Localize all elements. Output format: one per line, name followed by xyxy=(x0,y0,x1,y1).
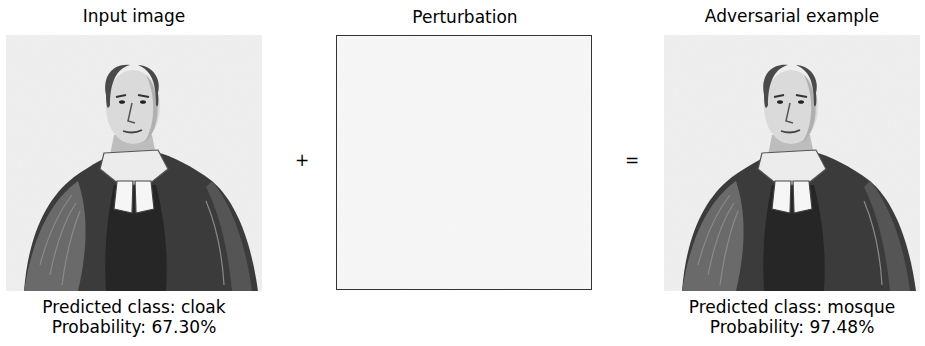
panel-caption: Predicted class: cloak xyxy=(42,297,225,317)
panel-title: Adversarial example xyxy=(705,6,879,26)
panel-title: Input image xyxy=(83,6,185,26)
operator-symbol: = xyxy=(625,150,639,170)
image-panel: Adversarial examplePredicted class: mosq… xyxy=(664,35,920,291)
perturbation-noise xyxy=(337,36,591,289)
panel-caption: Probability: 97.48% xyxy=(710,317,875,337)
perturbation-grain xyxy=(337,36,591,289)
operator-symbol: + xyxy=(295,150,309,170)
image-panel: Input imagePredicted class: cloakProbabi… xyxy=(6,35,262,291)
panel-title: Perturbation xyxy=(412,7,517,27)
panel-caption: Predicted class: mosque xyxy=(689,297,895,317)
panel-caption: Probability: 67.30% xyxy=(52,317,217,337)
perturbation-panel: Perturbation xyxy=(336,35,592,290)
portrait-image xyxy=(6,35,262,291)
portrait-image xyxy=(664,35,920,291)
